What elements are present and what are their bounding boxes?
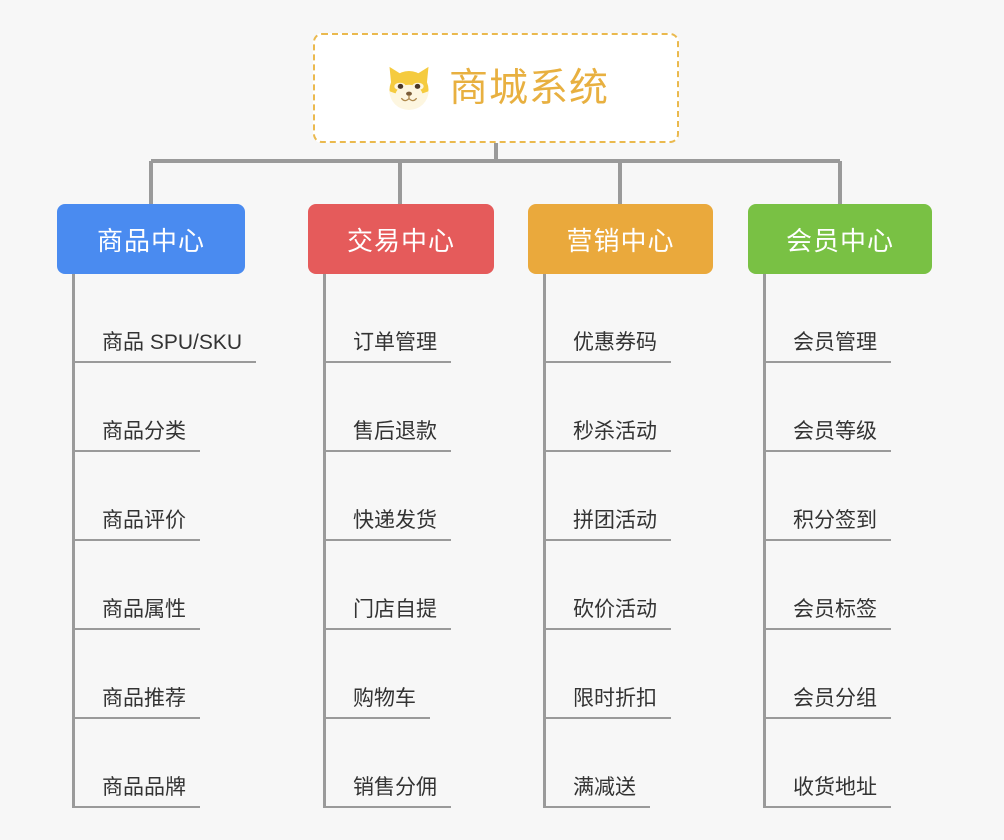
- branch-items-1: 商品 SPU/SKU 商品分类 商品评价 商品属性 商品推荐 商品品牌: [57, 274, 257, 808]
- leaf-item[interactable]: 商品属性: [57, 541, 245, 630]
- leaf-label: 售后退款: [353, 420, 437, 443]
- branch-header-label: 商品中心: [96, 225, 205, 256]
- leaf-item[interactable]: 快递发货: [308, 452, 494, 541]
- branch-header-2[interactable]: 交易中心: [308, 204, 494, 274]
- leaf-item[interactable]: 限时折扣: [528, 630, 713, 719]
- leaf-item[interactable]: 满减送: [528, 719, 713, 808]
- leaf-item[interactable]: 订单管理: [308, 274, 494, 363]
- leaf-item[interactable]: 商品推荐: [57, 630, 245, 719]
- leaf-item[interactable]: 售后退款: [308, 363, 494, 452]
- root-node[interactable]: 商城系统: [313, 33, 679, 143]
- leaf-label: 收货地址: [793, 776, 877, 799]
- leaf-item[interactable]: 会员标签: [748, 541, 932, 630]
- leaf-label: 积分签到: [793, 509, 877, 532]
- branch-items-3: 优惠券码 秒杀活动 拼团活动 砍价活动 限时折扣 满减送: [528, 274, 713, 808]
- leaf-label: 会员标签: [793, 598, 877, 621]
- branch-header-3[interactable]: 营销中心: [528, 204, 713, 274]
- leaf-item[interactable]: 积分签到: [748, 452, 932, 541]
- leaf-label: 购物车: [353, 687, 416, 710]
- leaf-label: 会员等级: [793, 420, 877, 443]
- leaf-label: 满减送: [573, 776, 636, 799]
- leaf-item[interactable]: 会员等级: [748, 363, 932, 452]
- leaf-label: 门店自提: [353, 598, 437, 621]
- leaf-label: 拼团活动: [573, 509, 657, 532]
- leaf-label: 订单管理: [353, 331, 437, 354]
- branch-header-label: 交易中心: [346, 225, 455, 256]
- branch-header-1[interactable]: 商品中心: [57, 204, 245, 274]
- branch-header-label: 营销中心: [566, 225, 675, 256]
- leaf-label: 快递发货: [353, 509, 437, 532]
- branch-column-1: 商品中心 商品 SPU/SKU 商品分类 商品评价 商品属性 商品推荐 商品品牌: [57, 204, 257, 808]
- leaf-item[interactable]: 拼团活动: [528, 452, 713, 541]
- leaf-label: 会员分组: [793, 687, 877, 710]
- branch-items-4: 会员管理 会员等级 积分签到 会员标签 会员分组 收货地址: [748, 274, 932, 808]
- leaf-label: 会员管理: [793, 331, 877, 354]
- branch-spine: [763, 274, 766, 808]
- leaf-item[interactable]: 会员管理: [748, 274, 932, 363]
- branch-header-4[interactable]: 会员中心: [748, 204, 932, 274]
- branch-column-3: 营销中心 优惠券码 秒杀活动 拼团活动 砍价活动 限时折扣 满减送: [528, 204, 713, 808]
- leaf-item[interactable]: 收货地址: [748, 719, 932, 808]
- leaf-label: 商品属性: [102, 598, 186, 621]
- leaf-item[interactable]: 秒杀活动: [528, 363, 713, 452]
- branch-column-4: 会员中心 会员管理 会员等级 积分签到 会员标签 会员分组 收货地址: [748, 204, 932, 808]
- leaf-item[interactable]: 购物车: [308, 630, 494, 719]
- branch-spine: [72, 274, 75, 808]
- leaf-item[interactable]: 会员分组: [748, 630, 932, 719]
- leaf-item[interactable]: 商品品牌: [57, 719, 245, 808]
- leaf-item[interactable]: 门店自提: [308, 541, 494, 630]
- leaf-item[interactable]: 商品评价: [57, 452, 245, 541]
- leaf-label: 限时折扣: [573, 687, 657, 710]
- leaf-label: 商品品牌: [102, 776, 186, 799]
- leaf-label: 商品推荐: [102, 687, 186, 710]
- branch-header-label: 会员中心: [785, 225, 894, 256]
- leaf-item[interactable]: 商品分类: [57, 363, 245, 452]
- leaf-item[interactable]: 商品 SPU/SKU: [57, 274, 257, 363]
- leaf-item[interactable]: 销售分佣: [308, 719, 494, 808]
- leaf-label: 砍价活动: [573, 598, 657, 621]
- leaf-item[interactable]: 砍价活动: [528, 541, 713, 630]
- leaf-label: 商品评价: [102, 509, 186, 532]
- branch-spine: [543, 274, 546, 808]
- leaf-label: 销售分佣: [353, 776, 437, 799]
- shiba-dog-face-icon: [389, 66, 429, 110]
- leaf-label: 优惠券码: [573, 331, 657, 354]
- branch-spine: [323, 274, 326, 808]
- leaf-label: 商品分类: [102, 420, 186, 443]
- leaf-label: 商品 SPU/SKU: [102, 331, 243, 354]
- branch-column-2: 交易中心 订单管理 售后退款 快递发货 门店自提 购物车 销售分佣: [308, 204, 494, 808]
- leaf-item[interactable]: 优惠券码: [528, 274, 713, 363]
- leaf-label: 秒杀活动: [573, 420, 657, 443]
- root-title: 商城系统: [448, 66, 609, 110]
- branch-items-2: 订单管理 售后退款 快递发货 门店自提 购物车 销售分佣: [308, 274, 494, 808]
